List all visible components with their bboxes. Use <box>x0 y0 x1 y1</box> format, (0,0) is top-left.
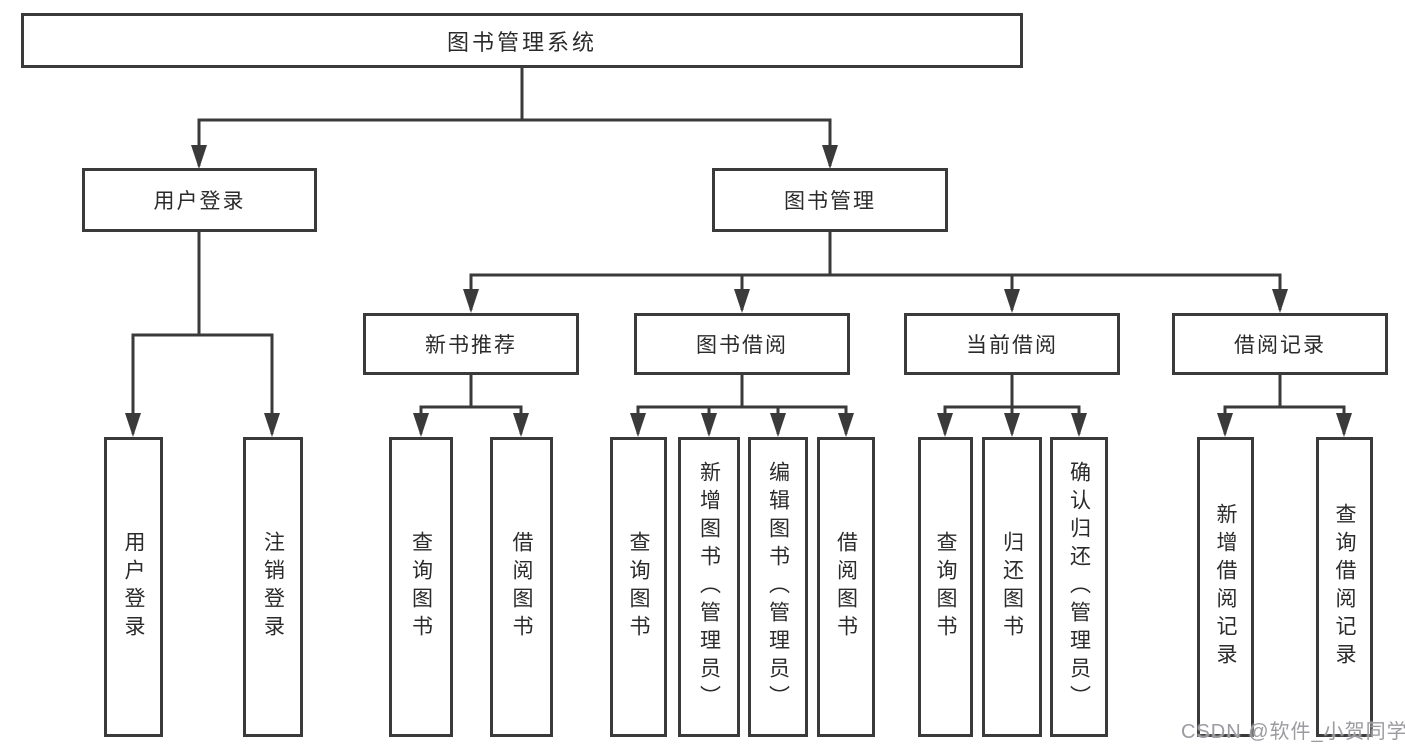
node-leaf-logout: 注销登录 <box>243 437 303 737</box>
node-book-borrowing: 图书借阅 <box>634 313 850 375</box>
node-leaf-query-books-borrow: 查询图书 <box>610 437 667 737</box>
node-current-borrowing: 当前借阅 <box>904 313 1120 375</box>
tree-edges <box>131 68 1346 434</box>
node-leaf-return-book: 归还图书 <box>982 437 1042 737</box>
node-leaf-borrow-books-recommend: 借阅图书 <box>490 437 553 737</box>
node-leaf-edit-book-admin: 编辑图书（管理员） <box>748 437 808 737</box>
node-leaf-query-borrow-record: 查询借阅记录 <box>1316 437 1373 737</box>
node-leaf-query-books-recommend: 查询图书 <box>389 437 453 737</box>
node-root-system: 图书管理系统 <box>21 13 1023 68</box>
node-leaf-add-borrow-record: 新增借阅记录 <box>1197 437 1254 737</box>
csdn-watermark: CSDN @软件_小贺同学 <box>1181 721 1405 743</box>
node-leaf-confirm-return-admin: 确认归还（管理员） <box>1050 437 1108 737</box>
node-leaf-user-login: 用户登录 <box>104 437 163 737</box>
node-user-login-branch: 用户登录 <box>82 168 317 232</box>
node-new-book-recommendation: 新书推荐 <box>363 313 579 375</box>
node-leaf-borrow-books: 借阅图书 <box>817 437 875 737</box>
node-book-management-branch: 图书管理 <box>712 168 948 232</box>
node-borrowing-records: 借阅记录 <box>1172 313 1388 375</box>
node-leaf-query-books-current: 查询图书 <box>918 437 973 737</box>
node-leaf-add-book-admin: 新增图书（管理员） <box>678 437 740 737</box>
